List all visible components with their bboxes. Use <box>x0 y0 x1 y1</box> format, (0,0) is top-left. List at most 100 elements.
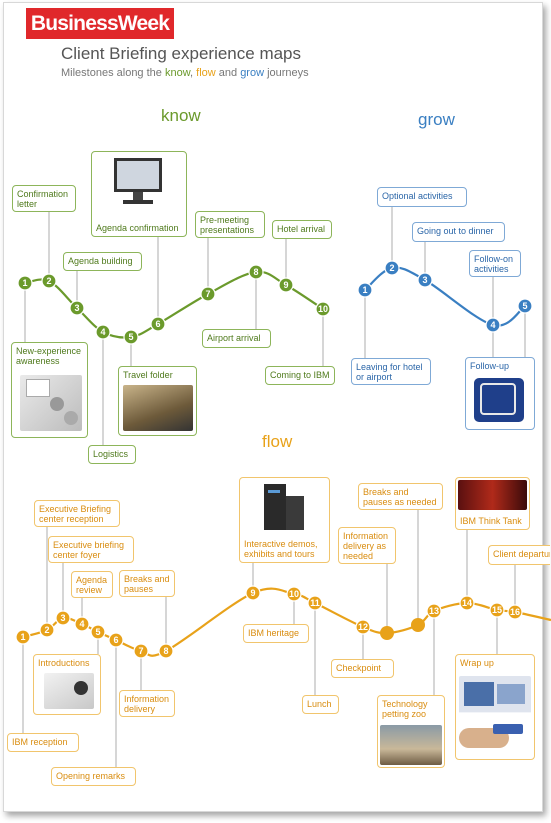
know-milestone-9: 9 <box>278 277 294 293</box>
know-milestone-6: 6 <box>150 316 166 332</box>
flow-waypoint-dot <box>411 618 425 632</box>
travel-folder-image <box>123 385 193 431</box>
flow-milestone-7: 7 <box>133 643 149 659</box>
flow-milestone-12: 12 <box>355 619 371 635</box>
flow-milestone-3: 3 <box>55 610 71 626</box>
know-milestone-3: 3 <box>69 300 85 316</box>
svg-text:6: 6 <box>155 319 160 329</box>
know-label-travel-folder: Travel folder <box>118 366 197 436</box>
flow-label-ibm-reception: IBM reception <box>7 733 79 752</box>
subtitle-sep: , <box>190 67 197 79</box>
svg-text:9: 9 <box>283 280 288 290</box>
subtitle-flow: flow <box>196 67 216 79</box>
flow-milestone-14: 14 <box>459 595 475 611</box>
label-caption: Introductions <box>38 658 90 668</box>
badge-image <box>44 673 94 709</box>
svg-text:11: 11 <box>310 598 320 608</box>
svg-text:1: 1 <box>20 632 25 642</box>
flow-label-information-delivery-as-needed: Information delivery as needed <box>338 527 396 564</box>
svg-text:4: 4 <box>100 327 105 337</box>
know-milestone-2: 2 <box>41 273 57 289</box>
svg-text:3: 3 <box>74 303 79 313</box>
know-milestone-10: 10 <box>315 301 331 317</box>
flow-milestone-16: 16 <box>507 604 523 620</box>
flow-label-ibm-think-tank: IBM Think Tank <box>455 477 530 530</box>
svg-text:13: 13 <box>429 606 439 616</box>
label-caption: Wrap up <box>460 658 494 668</box>
svg-text:1: 1 <box>362 285 367 295</box>
label-caption: Travel folder <box>123 370 173 380</box>
label-caption: Follow-up <box>470 361 510 371</box>
svg-text:12: 12 <box>358 622 368 632</box>
flow-label-breaks-and-pauses: Breaks and pauses <box>119 570 175 597</box>
flow-section-title: flow <box>262 432 293 451</box>
know-label-confirmation-letter: Confirmation letter <box>12 185 76 212</box>
svg-text:2: 2 <box>389 263 394 273</box>
flow-label-introductions: Introductions <box>33 654 101 715</box>
flow-label-lunch: Lunch <box>302 695 339 714</box>
know-label-agenda-building: Agenda building <box>63 252 142 271</box>
flow-milestone-5: 5 <box>90 624 106 640</box>
grow-label-follow-up: Follow-up <box>465 357 535 430</box>
svg-text:5: 5 <box>95 627 100 637</box>
grow-milestone-3: 3 <box>417 272 433 288</box>
flow-milestone-4: 4 <box>74 616 90 632</box>
flow-label-ebc-reception: Executive Briefing center reception <box>34 500 120 527</box>
petting-zoo-image <box>380 725 442 765</box>
svg-text:14: 14 <box>462 598 472 608</box>
page-subtitle: Milestones along the know, flow and grow… <box>61 67 309 79</box>
subtitle-suffix: journeys <box>264 67 309 79</box>
know-label-airport-arrival: Airport arrival <box>202 329 271 348</box>
grow-milestone-1: 1 <box>357 282 373 298</box>
flow-label-wrap-up: Wrap up <box>455 654 535 760</box>
flow-milestone-1: 1 <box>15 629 31 645</box>
svg-text:10: 10 <box>318 304 328 314</box>
know-milestone-8: 8 <box>248 264 264 280</box>
flow-label-checkpoint: Checkpoint <box>331 659 394 678</box>
label-caption: IBM Think Tank <box>460 516 522 526</box>
grow-section-title: grow <box>418 110 455 129</box>
svg-text:9: 9 <box>250 588 255 598</box>
think-tank-image <box>458 480 527 510</box>
know-label-agenda-confirmation: Agenda confirmation <box>91 151 187 237</box>
grow-label-going-out-to-dinner: Going out to dinner <box>412 222 505 242</box>
svg-text:8: 8 <box>253 267 258 277</box>
know-label-new-experience-awareness: New-experience awareness <box>11 342 88 438</box>
grow-label-optional-activities: Optional activities <box>377 187 467 207</box>
grow-milestone-5: 5 <box>517 298 533 314</box>
flow-label-opening-remarks: Opening remarks <box>51 767 136 786</box>
svg-text:10: 10 <box>289 589 299 599</box>
know-section-title: know <box>161 106 201 125</box>
businessweek-logo: BusinessWeek <box>26 8 174 39</box>
flow-label-agenda-review: Agenda review <box>71 571 113 598</box>
svg-text:1: 1 <box>22 278 27 288</box>
label-caption: Technology petting zoo <box>382 699 428 719</box>
page-title: Client Briefing experience maps <box>61 44 302 63</box>
know-label-pre-meeting-presentations: Pre-meeting presentations <box>195 211 265 238</box>
subtitle-grow: grow <box>240 67 265 79</box>
grow-label-leaving-for-hotel: Leaving for hotel or airport <box>351 358 431 385</box>
flow-label-breaks-and-pauses-as-needed: Breaks and pauses as needed <box>358 483 443 510</box>
know-label-hotel-arrival: Hotel arrival <box>272 220 332 239</box>
svg-text:3: 3 <box>422 275 427 285</box>
flow-label-interactive-demos: Interactive demos, exhibits and tours <box>239 477 330 563</box>
flow-label-technology-petting-zoo: Technology petting zoo <box>377 695 445 768</box>
flow-milestone-2: 2 <box>39 622 55 638</box>
svg-text:15: 15 <box>492 605 502 615</box>
label-caption: New-experience awareness <box>16 346 82 366</box>
label-caption: Agenda confirmation <box>96 223 179 233</box>
know-label-logistics: Logistics <box>88 445 136 464</box>
grow-label-follow-on-activities: Follow-on activities <box>469 250 521 277</box>
svg-text:7: 7 <box>138 646 143 656</box>
flow-milestone-13: 13 <box>426 603 442 619</box>
flow-milestone-11: 11 <box>307 595 323 611</box>
svg-text:3: 3 <box>60 613 65 623</box>
know-label-coming-to-ibm: Coming to IBM <box>265 366 335 385</box>
label-caption: Interactive demos, exhibits and tours <box>244 539 318 559</box>
know-milestone-5: 5 <box>123 329 139 345</box>
